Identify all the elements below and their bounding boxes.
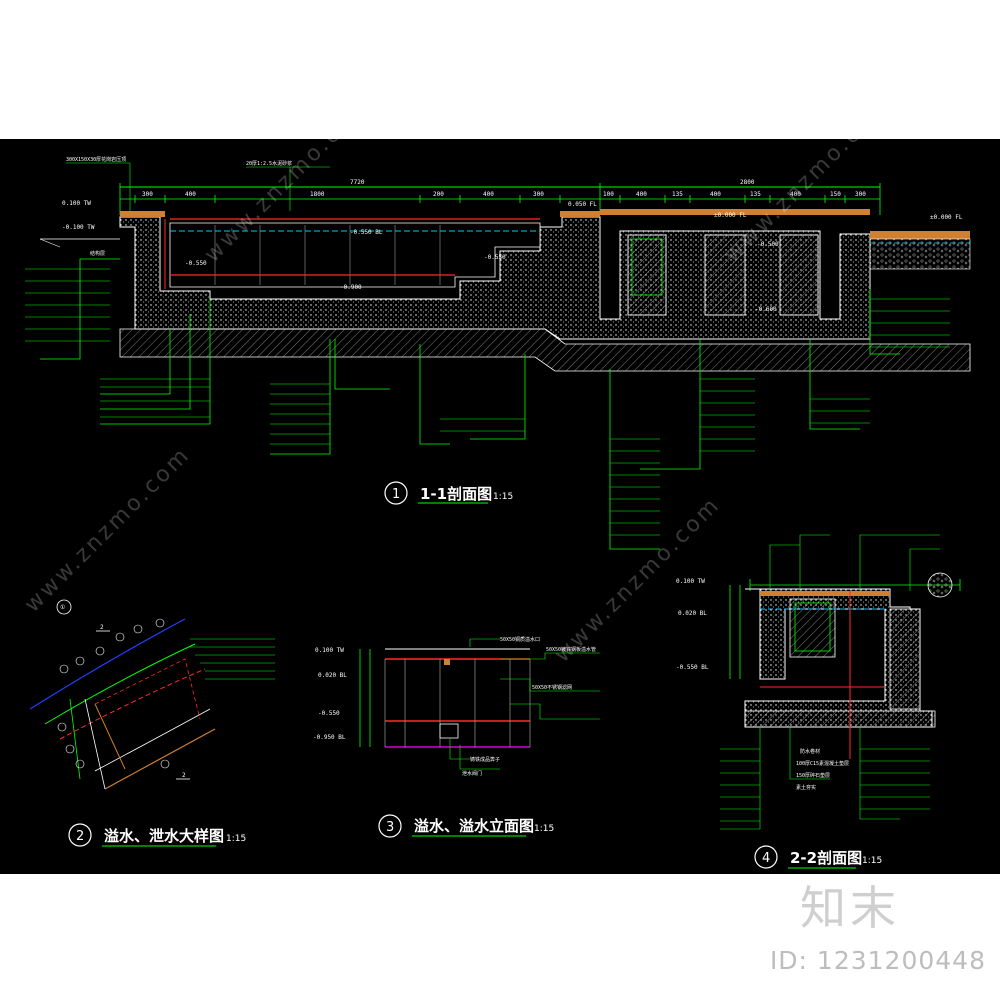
callout-text: 结构层 [90, 250, 105, 257]
cad-drawing: 7720 2800 300 400 1800 200 400 300 100 4… [25, 156, 971, 869]
dim-right: 2800 [740, 179, 755, 186]
drawing-scale: 1:15 [534, 824, 554, 834]
dim-text: 400 [710, 191, 721, 198]
dim-text: 400 [636, 191, 647, 198]
section-mark: 2 [182, 772, 186, 779]
level-label: -0.550 [484, 254, 506, 261]
drawing-number: 4 [762, 851, 770, 866]
callout-text: 50X50镀锌钢板溢水管 [546, 646, 596, 653]
cad-drawing-canvas: 7720 2800 300 400 1800 200 400 300 100 4… [0, 139, 1000, 874]
callout-text: 50X50不锈钢滤网 [532, 684, 572, 691]
section-mark: ① [60, 604, 65, 611]
level-label: 0.020 BL [678, 610, 707, 617]
level-label: -0.950 BL [313, 734, 346, 741]
callout-text: 防水卷材 [800, 748, 820, 755]
dim-text: 100 [603, 191, 614, 198]
callout-text: 素土夯实 [796, 784, 816, 791]
detail-2: ① 2 2 2 溢水、泄水大样图 1:15 [29, 599, 275, 847]
drawing-title: 2-2剖面图 [790, 849, 862, 867]
drawing-scale: 1:15 [862, 856, 882, 866]
dim-text: 400 [185, 191, 196, 198]
level-label: -0.550 [185, 260, 207, 267]
level-label: -0.550 BL [676, 664, 709, 671]
dim-text: 150 [830, 191, 841, 198]
dim-text: 135 [672, 191, 683, 198]
dim-text: 135 [750, 191, 761, 198]
dim-text: 1800 [310, 191, 325, 198]
level-label: 0.100 TW [62, 200, 91, 207]
dim-overall: 7720 [350, 179, 365, 186]
callout-text: 20厚1:2.5水泥砂浆 [246, 160, 292, 167]
drawing-title: 溢水、溢水立面图 [414, 817, 534, 835]
drawing-scale: 1:15 [493, 492, 513, 502]
elevation-3: 0.100 TW 0.020 BL -0.550 -0.950 BL 50X50… [313, 636, 600, 838]
image-id-label: ID: 1231200448 [769, 946, 986, 975]
dim-text: 400 [483, 191, 494, 198]
drawing-number: 3 [386, 820, 394, 835]
level-label: ±0.000 FL [930, 214, 963, 221]
dim-text: 400 [790, 191, 801, 198]
level-label: -0.500 [757, 241, 779, 248]
drawing-title: 溢水、泄水大样图 [104, 827, 224, 845]
drawing-scale: 1:15 [226, 834, 246, 844]
level-label: -0.550 BL [350, 229, 383, 236]
level-label: 0.050 FL [568, 201, 597, 208]
level-label: -0.100 TW [62, 224, 95, 231]
dim-text: 300 [142, 191, 153, 198]
section-2-2: 0.100 TW 0.020 BL -0.550 BL 防水卷材 100 [676, 534, 961, 869]
level-label: -0.550 [318, 710, 340, 717]
dim-text: 300 [855, 191, 866, 198]
callout-text: 150厚碎石垫层 [796, 772, 830, 779]
drawing-number: 1 [392, 487, 400, 502]
level-label: 0.020 BL [318, 672, 347, 679]
callout-text: 300X150X30厚花岗岩压顶 [66, 156, 126, 163]
level-label: ±0.000 FL [714, 212, 747, 219]
drawing-number: 2 [76, 829, 84, 844]
callout-text: 铸铁成品箅子 [470, 756, 500, 763]
level-label: 0.100 TW [315, 647, 344, 654]
section-1-1: 7720 2800 300 400 1800 200 400 300 100 4… [25, 156, 971, 550]
callout-text: 50X50铜质溢水口 [500, 636, 540, 643]
brand-logo: 知末 [800, 881, 900, 935]
dim-text: 200 [433, 191, 444, 198]
dim-text: 300 [533, 191, 544, 198]
drawing-title: 1-1剖面图 [420, 485, 492, 503]
callout-text: 100厚C15素混凝土垫层 [796, 760, 849, 767]
section-mark: 2 [100, 624, 104, 631]
level-label: 0.100 TW [676, 578, 705, 585]
level-label: -0.900 [340, 284, 362, 291]
callout-text: 泄水阀门 [462, 770, 482, 777]
level-label: -0.600 [755, 306, 777, 313]
